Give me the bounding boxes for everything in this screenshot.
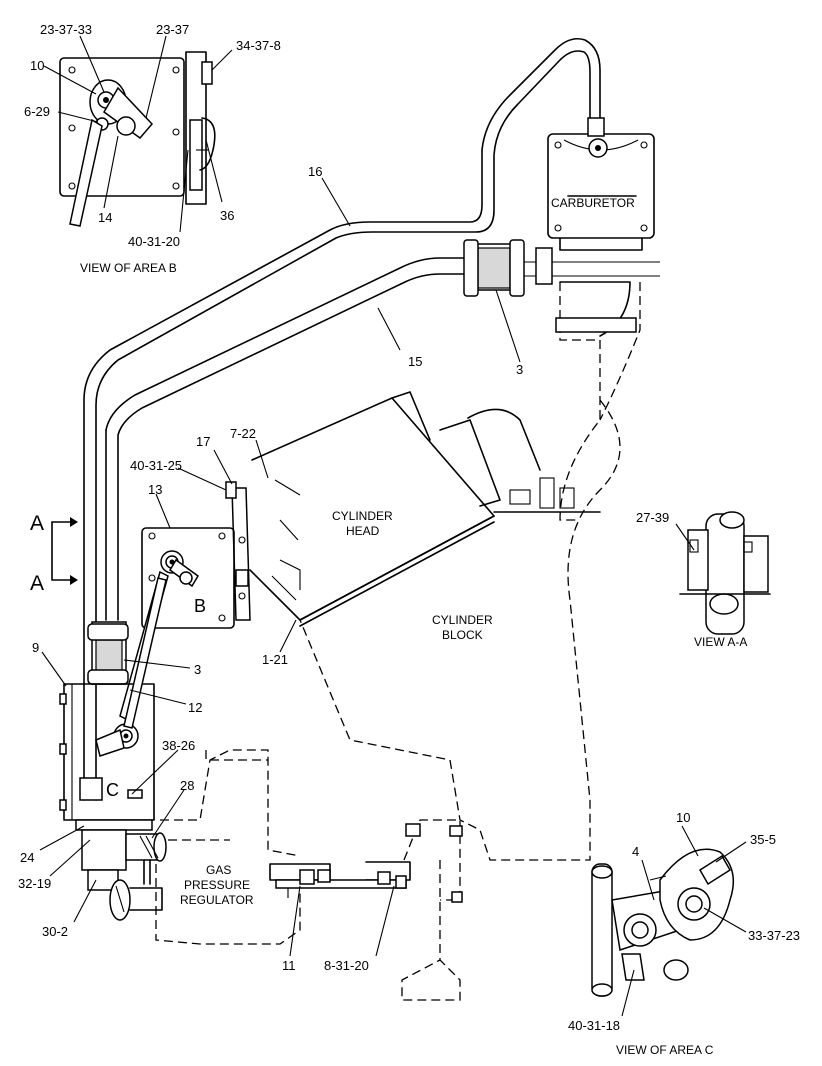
intake-elbow [555,281,641,521]
gas-regulator-label-3: REGULATOR [180,893,254,907]
view-a-a [675,511,771,635]
callout-10-area-b: 10 [30,58,44,73]
section-a-top: A [30,512,44,535]
callout-6-29: 6-29 [24,104,50,119]
callout-10-area-c: 10 [676,810,690,825]
callout-28: 28 [180,778,194,793]
callout-14: 14 [98,210,112,225]
callout-1-21: 1-21 [262,652,288,667]
callout-labels: 23-37-33 23-37 34-37-8 10 6-29 14 36 40-… [18,22,800,1057]
gas-regulator-label-1: GAS [206,863,231,877]
callout-33-37-23: 33-37-23 [748,928,800,943]
callout-23-37-33: 23-37-33 [40,22,92,37]
callout-30-2: 30-2 [42,924,68,939]
callout-24: 24 [20,850,34,865]
callout-4: 4 [632,844,639,859]
callout-40-31-18: 40-31-18 [568,1018,620,1033]
callout-34-37-8: 34-37-8 [236,38,281,53]
callout-7-22: 7-22 [230,426,256,441]
callout-35-5: 35-5 [750,832,776,847]
block-9 [59,683,155,821]
bracket-17 [225,481,251,621]
cylinder-head-label-2: HEAD [346,524,380,538]
line-15 [105,257,660,621]
section-a-markers [51,517,78,585]
carburetor [547,117,655,251]
callout-11: 11 [282,958,296,973]
gas-regulator-label-2: PRESSURE [184,878,250,892]
callout-27-39: 27-39 [636,510,669,525]
carburetor-label: CARBURETOR [551,196,635,210]
fittings-bottom-left [75,819,167,891]
callout-40-31-20: 40-31-20 [128,234,180,249]
callout-9: 9 [32,640,39,655]
callout-32-19: 32-19 [18,876,51,891]
callout-16: 16 [308,164,322,179]
callout-13: 13 [148,482,162,497]
hose-3-middle [87,621,129,685]
callout-36: 36 [220,208,234,223]
area-c-marker: C [106,780,119,800]
section-a-bottom: A [30,572,44,595]
cylinder-block-label-1: CYLINDER [432,613,493,627]
line-16 [83,37,601,801]
view-a-a-caption: VIEW A-A [694,635,747,649]
callout-12: 12 [188,700,202,715]
linkage-11 [275,869,407,898]
hose-3-top [463,239,553,297]
leader-lines [39,177,521,957]
callout-40-31-25: 40-31-25 [130,458,182,473]
view-of-area-b [43,35,233,233]
area-b-marker: B [194,596,206,616]
view-of-area-c [591,825,747,1017]
callout-23-37: 23-37 [156,22,189,37]
cylinder-head-label-1: CYLINDER [332,509,393,523]
callout-17: 17 [196,434,210,449]
cylinder-block-label-2: BLOCK [442,628,483,642]
callout-15: 15 [408,354,422,369]
cylinder-block [299,399,621,1001]
lever-12 [123,577,167,729]
callout-8-31-20: 8-31-20 [324,958,369,973]
cylinder-head [249,391,601,627]
callout-3-middle: 3 [194,662,201,677]
callout-3-top: 3 [516,362,523,377]
view-of-area-c-caption: VIEW OF AREA C [616,1043,714,1057]
callout-38-26: 38-26 [162,738,195,753]
view-of-area-b-caption: VIEW OF AREA B [80,261,177,275]
